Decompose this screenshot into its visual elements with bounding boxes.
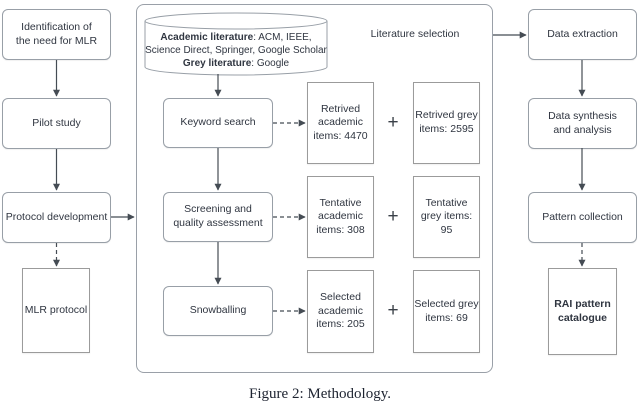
box-pilot-study-label: Pilot study <box>32 116 81 129</box>
tentative-academic-label: Tentative academic items: 308 <box>316 196 365 236</box>
plus-sign-row1: + <box>387 112 399 133</box>
box-selected-academic-items: Selected academic items: 205 <box>307 270 374 353</box>
tentative-grey-label: Tentative grey items: 95 <box>420 196 473 236</box>
literature-selection-label: Literature selection <box>370 28 460 40</box>
retrieved-academic-label: Retrived academic items: 4470 <box>313 102 368 142</box>
box-mlr-protocol: MLR protocol <box>22 268 90 353</box>
box-snowballing: Snowballing <box>163 286 273 336</box>
box-pattern-collection-label: Pattern collection <box>542 210 623 223</box>
box-selected-grey-items: Selected grey items: 69 <box>413 270 480 353</box>
box-pilot-study: Pilot study <box>2 98 111 149</box>
academic-literature-label: Academic literature <box>160 31 254 43</box>
box-keyword-search: Keyword search <box>163 98 273 148</box>
box-rai-pattern-catalogue: RAI pattern catalogue <box>548 268 617 355</box>
grey-literature-label: Grey literature <box>182 57 252 69</box>
academic-literature-line: Academic literature: ACM, IEEE, Science … <box>145 31 327 57</box>
box-tentative-academic-items: Tentative academic items: 308 <box>307 176 374 258</box>
academic-literature-items: : ACM, IEEE, Science Direct, Springer, G… <box>145 31 327 56</box>
box-protocol-development: Protocol development <box>2 192 111 243</box>
box-data-synthesis: Data synthesis and analysis <box>528 98 637 149</box>
plus-icon: + <box>383 112 403 133</box>
selected-academic-label: Selected academic items: 205 <box>316 291 365 331</box>
box-keyword-search-label: Keyword search <box>180 116 256 129</box>
box-identification-label: Identification of the need for MLR <box>15 20 98 47</box>
box-screening-quality-assessment: Screening and quality assessment <box>163 192 273 242</box>
box-tentative-grey-items: Tentative grey items: 95 <box>413 176 480 258</box>
box-screening-label: Screening and quality assessment <box>173 203 263 229</box>
box-mlr-protocol-label: MLR protocol <box>24 303 88 316</box>
grey-literature-line: Grey literature: Google <box>183 57 289 70</box>
box-snowballing-label: Snowballing <box>189 304 247 317</box>
plus-icon: + <box>383 206 403 227</box>
plus-sign-row3: + <box>387 300 399 321</box>
box-identification-of-need: Identification of the need for MLR <box>2 9 111 60</box>
box-rai-catalogue-label: RAI pattern catalogue <box>554 297 611 324</box>
box-data-extraction-label: Data extraction <box>547 27 618 40</box>
datasource-text: Academic literature: ACM, IEEE, Science … <box>141 29 331 71</box>
plus-sign-row2: + <box>387 206 399 227</box>
box-pattern-collection: Pattern collection <box>528 192 637 243</box>
plus-icon: + <box>383 300 403 321</box>
box-data-synthesis-label: Data synthesis and analysis <box>548 109 617 136</box>
box-protocol-development-label: Protocol development <box>5 210 108 223</box>
box-retrieved-academic-items: Retrived academic items: 4470 <box>307 82 374 164</box>
retrieved-grey-label: Retrived grey items: 2595 <box>415 109 478 135</box>
selected-grey-label: Selected grey items: 69 <box>414 297 479 324</box>
figure-caption: Figure 2: Methodology. <box>249 386 391 402</box>
box-data-extraction: Data extraction <box>528 9 637 60</box>
grey-literature-items: : Google <box>251 57 290 69</box>
box-retrieved-grey-items: Retrived grey items: 2595 <box>413 82 480 164</box>
